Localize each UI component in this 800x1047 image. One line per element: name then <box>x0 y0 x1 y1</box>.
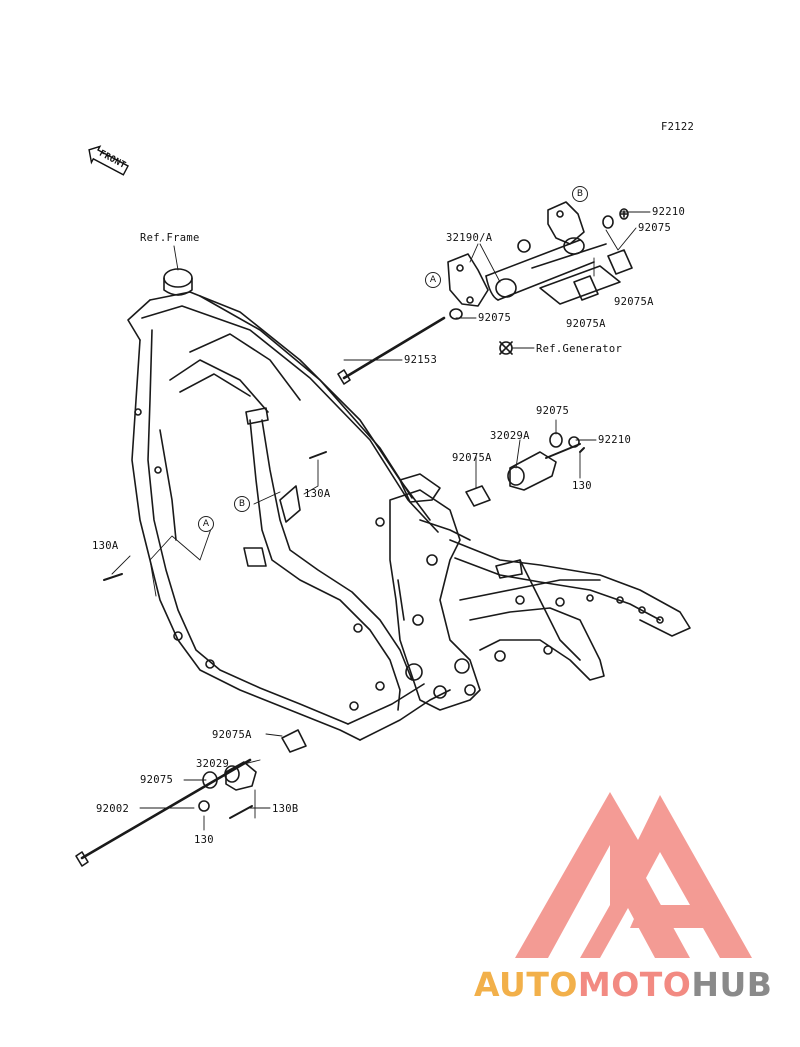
bolt-130-icon <box>103 447 585 581</box>
label-92075a-mid: 92075A <box>452 452 492 464</box>
label-92153: 92153 <box>404 354 438 366</box>
label-92210-top: 92210 <box>652 206 686 218</box>
watermark-logo-icon <box>515 792 752 958</box>
label-92075a-left: 92075A <box>566 318 606 330</box>
frame-drawing <box>127 268 691 741</box>
label-130a-mid: 130A <box>304 488 331 500</box>
callout-a-upper: A <box>425 272 441 288</box>
label-92075-top: 92075 <box>638 222 672 234</box>
label-32190a: 32190/A <box>446 232 493 244</box>
label-ref-generator: Ref.Generator <box>536 343 623 355</box>
brand-hub: HUB <box>691 965 773 1004</box>
label-92075a-right: 92075A <box>614 296 654 308</box>
front-arrow-icon: FRONT <box>84 140 133 177</box>
leader-lines <box>111 211 651 831</box>
label-92075-bottom: 92075 <box>140 774 174 786</box>
label-130b: 130B <box>272 803 299 815</box>
label-ref-frame: Ref.Frame <box>140 232 200 244</box>
front-arrow-shape <box>88 145 129 176</box>
label-32029: 32029 <box>196 758 230 770</box>
lower-mount-32029 <box>75 729 307 867</box>
watermark-brand: AUTOMOTOHUB <box>474 965 772 1004</box>
label-130a-left: 130A <box>92 540 119 552</box>
spacer-92075a-upper-icon <box>573 249 633 301</box>
callout-a-frame: A <box>198 516 214 532</box>
label-92075-right: 92075 <box>536 405 570 417</box>
callout-b-upper: B <box>572 186 588 202</box>
figure-code: F2122 <box>661 121 695 133</box>
label-92075-mid: 92075 <box>478 312 512 324</box>
mid-mount-32029a <box>465 432 581 507</box>
generator-ref-icon <box>499 341 513 355</box>
callout-b-frame: B <box>234 496 250 512</box>
label-92002: 92002 <box>96 803 130 815</box>
label-92075a-bottom: 92075A <box>212 729 252 741</box>
upper-mount-bracket <box>447 201 621 307</box>
label-130-bottom: 130 <box>194 834 214 846</box>
brand-auto: AUTO <box>474 965 578 1004</box>
long-bolt-92153-icon <box>337 316 446 385</box>
brand-moto: MOTO <box>577 965 692 1004</box>
label-130-right: 130 <box>572 480 592 492</box>
washer-upper-icon <box>449 208 629 320</box>
label-32029a: 32029A <box>490 430 530 442</box>
label-92210-right: 92210 <box>598 434 632 446</box>
